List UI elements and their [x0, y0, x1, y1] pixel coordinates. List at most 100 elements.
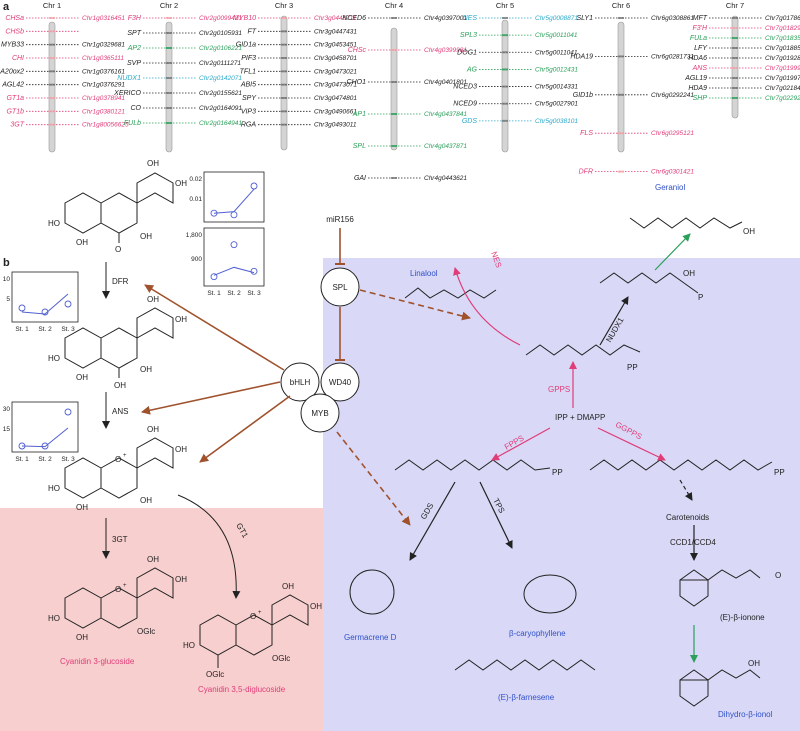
inset-ytick: 0.01: [189, 196, 202, 203]
gene-name: F3H: [128, 15, 142, 22]
tps-arrow: [479, 481, 513, 549]
gene-name: SPY: [242, 95, 257, 102]
gene-id: Chr3g0453451: [314, 42, 357, 49]
gene-id: Chr5g0008871: [535, 15, 578, 22]
gene-name: FT: [247, 28, 256, 35]
gene-band: [618, 132, 624, 135]
oh-1: OH: [147, 159, 159, 168]
gene-band: [166, 77, 172, 79]
gene-name: SPL: [353, 143, 366, 150]
gene-band: [732, 67, 738, 69]
gene-id: Chr4g0437871: [424, 143, 467, 150]
gene-band: [281, 70, 287, 73]
myb-label: MYB: [311, 409, 328, 418]
myb-node: [300, 393, 340, 433]
gene-name: DFR: [579, 169, 593, 176]
gene-band: [281, 110, 287, 113]
fpps-arrow: [491, 427, 551, 461]
ggpp-structure: [589, 459, 773, 471]
inset-point: [41, 308, 49, 316]
gene-id: Chr6g0292241: [651, 92, 694, 99]
oh-17: OH: [282, 582, 294, 591]
inset-xtick: St. 2: [38, 456, 52, 463]
plus-3: +: [258, 610, 262, 616]
gene-name: NCED6: [342, 15, 366, 22]
inset-point: [210, 273, 218, 281]
gene-name: NES: [463, 15, 478, 22]
gene-name: LFY: [694, 45, 708, 52]
ionone-o: O: [775, 571, 781, 580]
gene-name: SPL3: [460, 32, 477, 39]
gene-name: FULb: [124, 120, 141, 127]
o-plus-2: O: [115, 585, 121, 594]
oh-15: OH: [175, 575, 187, 584]
gene-band: [281, 57, 287, 59]
inset-frame: [203, 227, 265, 287]
gene-id: Chr2g0155621: [199, 90, 242, 97]
inset-ytick: 1,800: [186, 232, 203, 239]
gene-band: [502, 34, 508, 37]
gene-id: Chr2g0142071: [199, 75, 242, 82]
terpenoid-structures: [349, 217, 773, 707]
gene-name: XERICO: [113, 90, 141, 97]
inset-point: [250, 182, 258, 190]
gene-id: Chr4g0399981: [424, 47, 467, 54]
regulator-labels: miR156 SPL bHLH WD40 MYB: [290, 215, 355, 418]
gene-band: [618, 17, 624, 19]
dihydroquercetin-structure: [64, 172, 174, 243]
bhlh-label: bHLH: [290, 378, 311, 387]
inset-frame: [11, 401, 79, 453]
nes-arrow: [453, 267, 521, 346]
linalool-label: Linalool: [410, 269, 438, 278]
inset-line: [213, 266, 255, 276]
gene-band: [166, 122, 172, 124]
gene-name: VIP3: [241, 108, 256, 115]
gene-band: [49, 57, 55, 59]
gene-name: CO: [131, 105, 142, 112]
inset-ytick: 5: [6, 296, 10, 303]
chromosome-bar: [165, 21, 173, 153]
oh-2: OH: [175, 179, 187, 188]
oh-6: OH: [175, 315, 187, 324]
oglc-1: OGlc: [137, 627, 155, 636]
gene-name: GDS: [462, 118, 478, 125]
gene-name: F3'H: [692, 25, 708, 32]
ionone-label: (E)-β-ionone: [720, 613, 765, 622]
fpp-pp-label: PP: [552, 468, 563, 477]
chromosome-title: Chr 7: [726, 1, 744, 10]
regulators: [280, 267, 360, 433]
gene-band: [166, 107, 172, 109]
gene-id: Chr5g0012431: [535, 66, 578, 73]
gene-id: Chr2g0164941: [199, 120, 242, 127]
gene-id: Chr7g0182961: [765, 25, 800, 32]
gene-name: CHO1: [347, 79, 367, 86]
gene-id: Chr7g0188591: [765, 45, 800, 52]
gene-name: CHSc: [348, 47, 367, 54]
inset-point: [230, 241, 238, 249]
o-plus-1: O: [115, 455, 121, 464]
inset-frame: [203, 171, 265, 223]
gene-name: SHP: [693, 95, 708, 102]
gene-name: AG: [466, 66, 478, 73]
gene-name: DOG1: [457, 49, 477, 56]
gene-id: Chr5g0038101: [535, 118, 578, 125]
gene-band: [49, 17, 55, 19]
gene-name: AGL42: [1, 82, 24, 89]
anthocyanin-background: [0, 508, 323, 731]
chromosome-bar: [390, 27, 398, 151]
oh-11: OH: [175, 445, 187, 454]
gene-band: [391, 17, 397, 19]
gene-id: Chr1g0376291: [82, 82, 125, 89]
cyanidin-35-diglucoside-label: Cyanidin 3,5-diglucoside: [198, 685, 286, 694]
geraniol-oh: OH: [743, 227, 755, 236]
ho-3: HO: [48, 484, 60, 493]
gene-id: Chr5g0027901: [535, 101, 578, 108]
inset-chart: 0.010.02: [189, 171, 265, 223]
nudx1-arrow: [599, 296, 629, 346]
ionone-structure: [679, 569, 761, 607]
oh-13: OH: [140, 496, 152, 505]
inset-ytick: 30: [3, 406, 11, 413]
gene-band: [166, 92, 172, 94]
gene-name: TFL1: [240, 68, 256, 75]
